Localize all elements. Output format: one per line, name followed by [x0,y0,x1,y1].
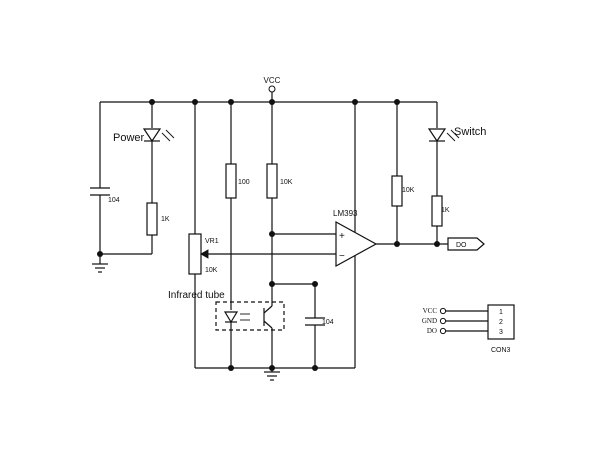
junction-dot [434,241,440,247]
junction-dot [192,99,198,105]
vr1-value: 10K [205,267,218,274]
vr1-wiper-arrow [200,249,209,259]
junction-dot [269,231,275,237]
junction-dot [352,99,358,105]
ground-symbol-left [92,263,108,273]
power-label: Power [113,132,145,144]
lm393-comparator [335,220,378,268]
junction-dot [312,365,318,371]
vcc-terminal [268,85,276,93]
con3-pin-gnd-label: GND [422,317,437,325]
minus-input-label: − [339,251,345,262]
junction-dot [394,241,400,247]
ir-receiver-emitter [263,320,273,329]
power-resistor-value: 1K [161,216,170,223]
switch-led-arrow-2 [450,129,460,139]
junction-dot [97,251,103,257]
switch-led-triangle [427,128,447,143]
switch-resistor-value: 1K [441,207,450,214]
junction-dot [269,365,275,371]
ir-receiver-collector [263,305,273,314]
con3-pin-do-label: DO [427,327,437,335]
do-tag [447,237,485,251]
power-resistor [146,202,158,236]
con3-pin2-number: 2 [499,319,503,326]
c2-value: 104 [322,319,334,326]
con3-body [487,304,515,340]
power-led-arrow-2 [165,129,175,139]
ground-symbol-bottom [264,371,280,381]
con3-pin3-number: 3 [499,329,503,336]
ir-emitter-triangle [223,311,239,324]
junction-dot [312,281,318,287]
plus-input-label: + [339,231,345,242]
junction-dot [269,281,275,287]
c1-value: 104 [108,197,120,204]
junction-dot [228,99,234,105]
r10k-right-value: 10K [402,187,415,194]
switch-label: Switch [454,126,486,138]
switch-led-arrow-1 [446,132,456,142]
r100-value: 100 [238,179,250,186]
con3-pin1-number: 1 [499,309,503,316]
vr1-body [188,233,202,275]
junction-dot [228,365,234,371]
r10k-right-body [391,175,403,207]
r10k-mid-body [266,163,278,199]
power-led-triangle [142,128,162,143]
vcc-label: VCC [264,76,281,85]
r100-body [225,163,237,199]
infrared-box [215,301,285,331]
infrared-tube-label: Infrared tube [168,290,225,301]
con3-terminal-do [439,327,447,335]
vr1-label: VR1 [205,238,219,245]
power-led-arrow-1 [161,132,171,142]
junction-dot [269,99,275,105]
con3-terminal-vcc [439,307,447,315]
junction-dot [394,99,400,105]
con3-pin-vcc-label: VCC [423,307,438,315]
junction-dot [149,99,155,105]
do-tag-label: DO [456,242,467,249]
r10k-mid-value: 10K [280,179,293,186]
lm393-label: LM393 [333,209,358,218]
con3-label: CON3 [491,347,511,354]
con3-terminal-gnd [439,317,447,325]
